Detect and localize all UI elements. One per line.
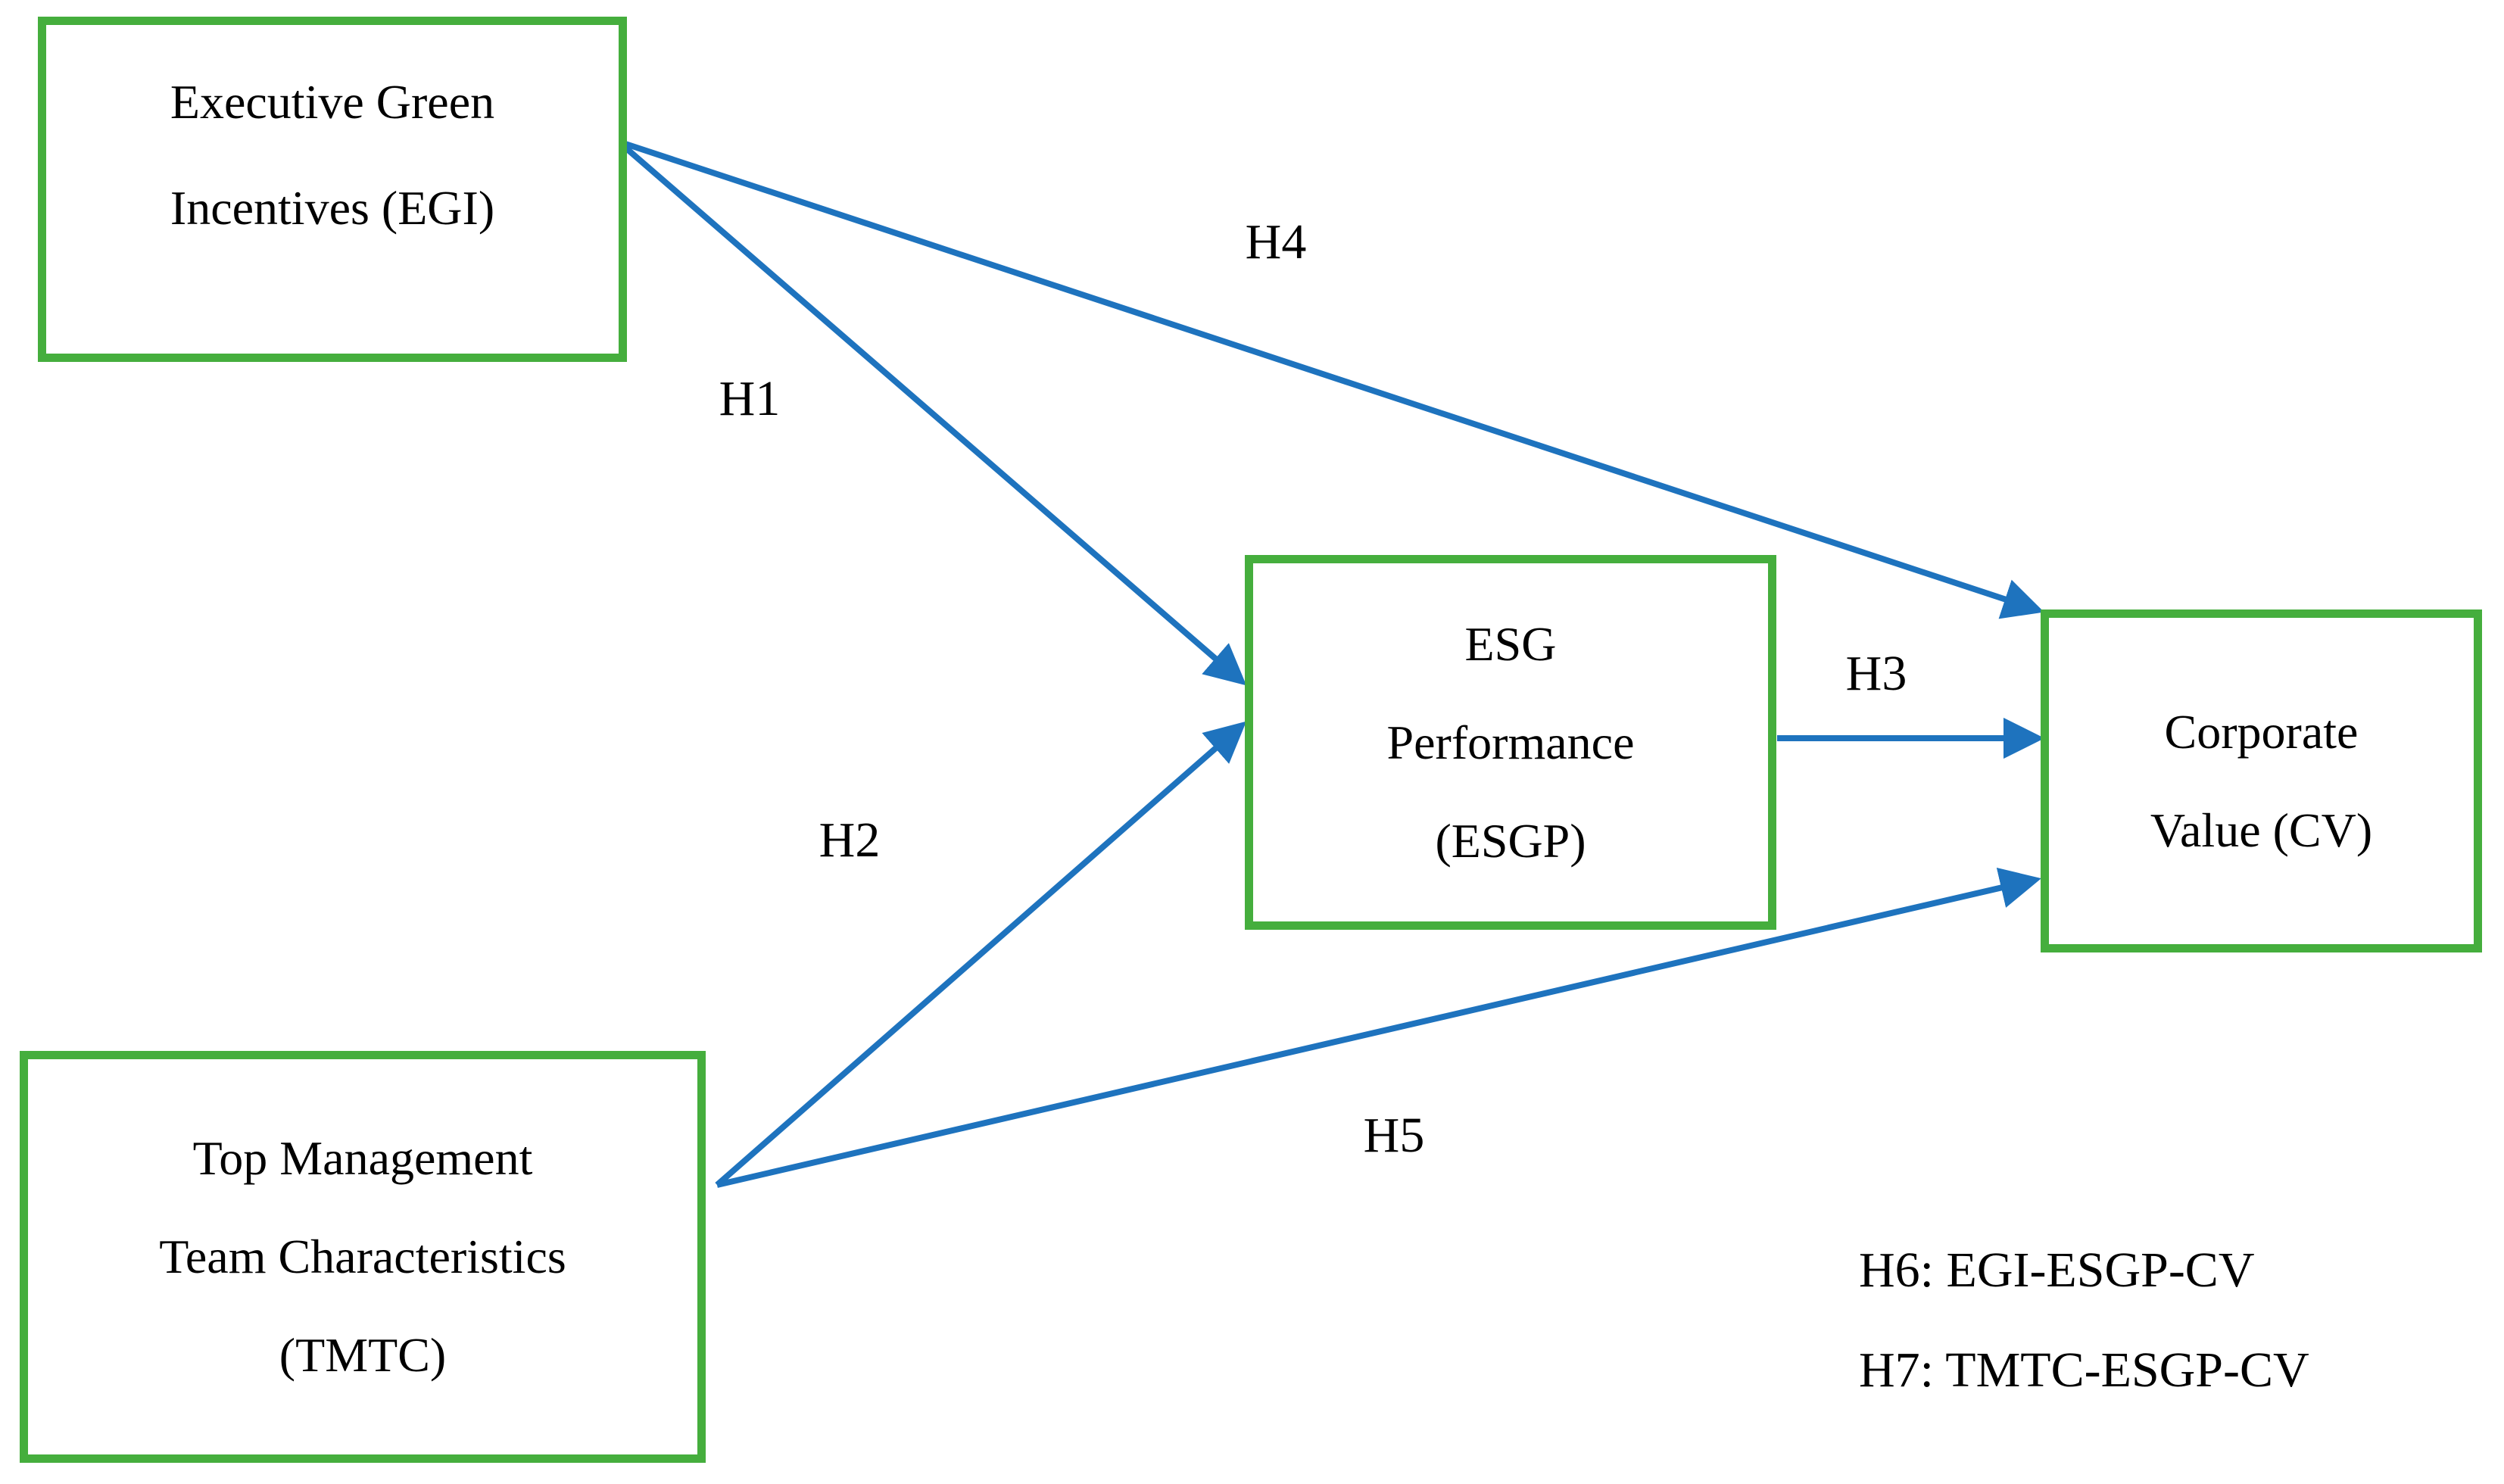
h2-arrow-label: H2 — [819, 812, 881, 868]
tmtc-box: Top Management Team Characteristics (TMT… — [20, 1051, 706, 1463]
esgp-label-line3: (ESGP) — [1435, 813, 1586, 868]
tmtc-label-line1: Top Management — [192, 1131, 533, 1185]
h5-arrow — [716, 867, 2041, 1188]
esgp-label-line1: ESG — [1464, 616, 1557, 671]
tmtc-label-line3: (TMTC) — [279, 1328, 447, 1382]
h5-arrow-label: H5 — [1363, 1108, 1425, 1163]
tmtc-label-line2: Team Characteristics — [159, 1230, 566, 1283]
h6-note: H6: EGI-ESGP-CV — [1859, 1242, 2255, 1298]
h3-arrow-label: H3 — [1845, 646, 1907, 701]
h2-arrow — [715, 721, 1247, 1188]
egi-box: Executive Green Incentives (EGI) — [38, 17, 627, 362]
h1-arrow-label: H1 — [719, 371, 781, 426]
h1-arrow — [623, 145, 1247, 686]
esgp-label-line2: Performance — [1386, 715, 1635, 769]
mediation-notes: H6: EGI-ESGP-CV H7: TMTC-ESGP-CV — [1859, 1221, 2309, 1420]
cv-label-line2: Value (CV) — [2150, 803, 2373, 857]
cv-label-line1: Corporate — [2164, 704, 2359, 759]
h4-arrow-label: H4 — [1245, 214, 1307, 270]
h4-arrow — [624, 141, 2044, 619]
egi-label-line2: Incentives (EGI) — [170, 181, 495, 235]
cv-box: Corporate Value (CV) — [2041, 610, 2482, 952]
egi-label-line1: Executive Green — [170, 75, 495, 129]
esgp-box: ESG Performance (ESGP) — [1245, 555, 1776, 930]
h7-note: H7: TMTC-ESGP-CV — [1859, 1342, 2309, 1398]
